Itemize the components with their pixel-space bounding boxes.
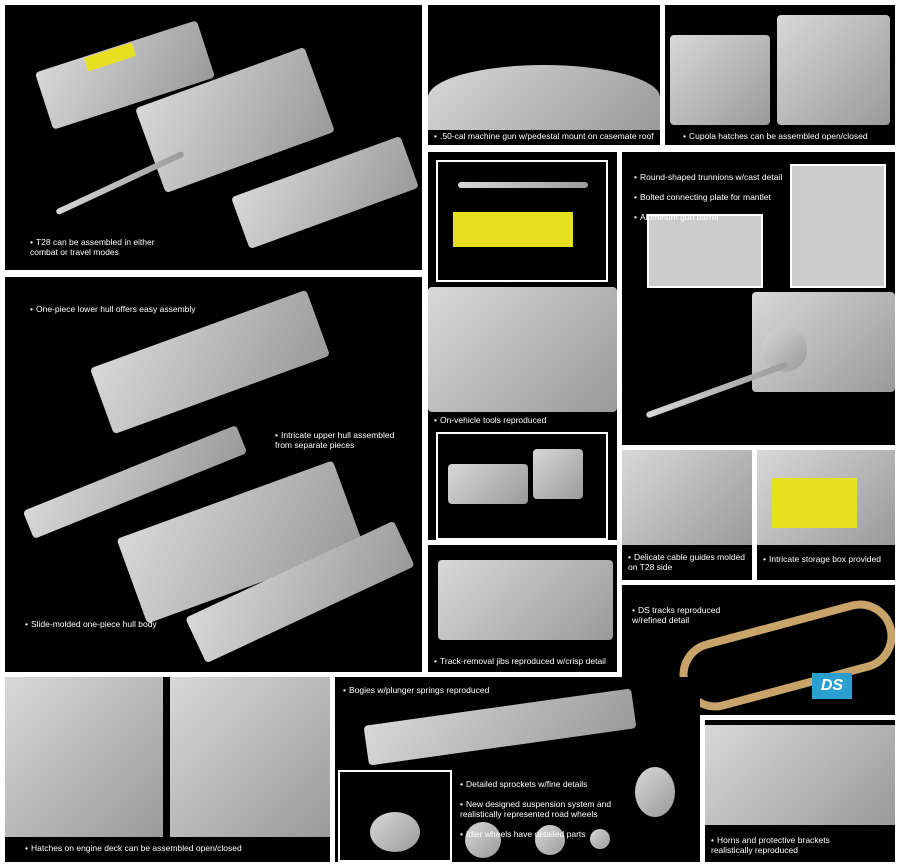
panel-trunnions: •Round-shaped trunnions w/cast detail •B… xyxy=(622,152,895,445)
caption: •On-vehicle tools reproduced xyxy=(434,415,547,425)
caption-text: New designed suspension system and reali… xyxy=(460,799,612,819)
tools-parts-inset xyxy=(436,432,608,540)
caption-text: Idler wheels have detailed parts xyxy=(465,829,586,839)
caption-text: Round-shaped trunnions w/cast detail xyxy=(639,172,783,182)
tool-image xyxy=(458,182,588,188)
caption-text: Bogies w/plunger springs reproduced xyxy=(348,685,490,695)
cupola-closed-image xyxy=(670,35,770,125)
caption: •Bogies w/plunger springs reproduced xyxy=(343,685,490,695)
caption: •Cupola hatches can be assembled open/cl… xyxy=(683,131,868,141)
cupola-open-image xyxy=(777,15,890,125)
caption-text: On-vehicle tools reproduced xyxy=(439,415,547,425)
caption-text: Cupola hatches can be assembled open/clo… xyxy=(688,131,868,141)
caption-text: Bolted connecting plate for mantlet xyxy=(639,192,771,202)
panel-bogies: •Bogies w/plunger springs reproduced •De… xyxy=(335,677,700,862)
caption-text: Detailed sprockets w/fine details xyxy=(465,779,588,789)
casemate-image xyxy=(428,65,660,130)
caption: •One-piece lower hull offers easy assemb… xyxy=(30,304,196,314)
bogie-parts-inset xyxy=(338,770,452,862)
panel-tools: •On-vehicle tools reproduced xyxy=(428,152,617,540)
caption: •Track-removal jibs reproduced w/crisp d… xyxy=(434,656,606,666)
horns-image xyxy=(705,725,895,825)
tools-sprue-inset xyxy=(436,160,608,282)
caption-list: •Detailed sprockets w/fine details •New … xyxy=(460,779,612,839)
caption: •.50-cal machine gun w/pedestal mount on… xyxy=(434,131,654,141)
wheel-part-image xyxy=(590,829,610,849)
caption-text: Delicate cable guides molded on T28 side xyxy=(628,552,746,572)
storage-box-image xyxy=(772,478,857,528)
caption-text: Intricate upper hull assembled from sepa… xyxy=(275,430,395,450)
caption-text: .50-cal machine gun w/pedestal mount on … xyxy=(439,131,654,141)
storage-box-part xyxy=(453,212,573,247)
caption-text: Slide-molded one-piece hull body xyxy=(30,619,157,629)
ds-logo: DS xyxy=(812,673,852,699)
idler-image xyxy=(535,825,565,855)
panel-hull: •One-piece lower hull offers easy assemb… xyxy=(5,277,422,672)
barrel-muzzle-inset xyxy=(647,214,763,288)
caption: •Slide-molded one-piece hull body xyxy=(25,619,157,629)
bogies-image xyxy=(363,688,637,766)
panel-machine-gun: •.50-cal machine gun w/pedestal mount on… xyxy=(428,5,660,145)
caption: •Horns and protective brackets realistic… xyxy=(711,835,830,855)
panel-jibs: •Track-removal jibs reproduced w/crisp d… xyxy=(428,545,617,672)
hatches-closed-image xyxy=(5,677,163,837)
trunnion-inset xyxy=(790,164,886,288)
caption: •Hatches on engine deck can be assembled… xyxy=(25,843,242,853)
panel-tracks: •DS tracks reproduced w/refined detail D… xyxy=(622,585,895,715)
caption: •Delicate cable guides molded on T28 sid… xyxy=(628,552,746,572)
caption-text: Hatches on engine deck can be assembled … xyxy=(30,843,242,853)
panel-storage-box: •Intricate storage box provided xyxy=(757,450,895,580)
panel-horns: •Horns and protective brackets realistic… xyxy=(705,720,895,862)
tools-image xyxy=(448,464,528,504)
caption-text: Intricate storage box provided xyxy=(768,554,881,564)
caption-text: Horns and protective brackets realistica… xyxy=(711,835,830,855)
caption-list: •Round-shaped trunnions w/cast detail •B… xyxy=(634,172,783,222)
grille-image xyxy=(533,449,583,499)
hull-tools-image xyxy=(428,287,617,412)
caption-text: One-piece lower hull offers easy assembl… xyxy=(35,304,196,314)
sprocket-image xyxy=(635,767,675,817)
jibs-image xyxy=(438,560,613,640)
caption: •Intricate storage box provided xyxy=(763,554,881,564)
cable-guides-image xyxy=(622,450,752,545)
caption-text: Aluminum gun barrel xyxy=(639,212,719,222)
caption: •Intricate upper hull assembled from sep… xyxy=(275,430,395,450)
panel-cupola: •Cupola hatches can be assembled open/cl… xyxy=(665,5,895,145)
caption-text: Track-removal jibs reproduced w/crisp de… xyxy=(439,656,606,666)
wheel-image xyxy=(370,812,420,852)
caption-text: T28 can be assembled in either combat or… xyxy=(30,237,155,257)
panel-hatches: •Hatches on engine deck can be assembled… xyxy=(5,677,330,862)
panel-cable-guides: •Delicate cable guides molded on T28 sid… xyxy=(622,450,752,580)
road-wheel-image xyxy=(465,822,501,858)
caption: •DS tracks reproduced w/refined detail xyxy=(632,605,721,625)
hatches-open-image xyxy=(170,677,330,837)
panel-travel-modes: •T28 can be assembled in either combat o… xyxy=(5,5,422,270)
caption-text: DS tracks reproduced w/refined detail xyxy=(632,605,721,625)
caption: •T28 can be assembled in either combat o… xyxy=(30,237,155,257)
